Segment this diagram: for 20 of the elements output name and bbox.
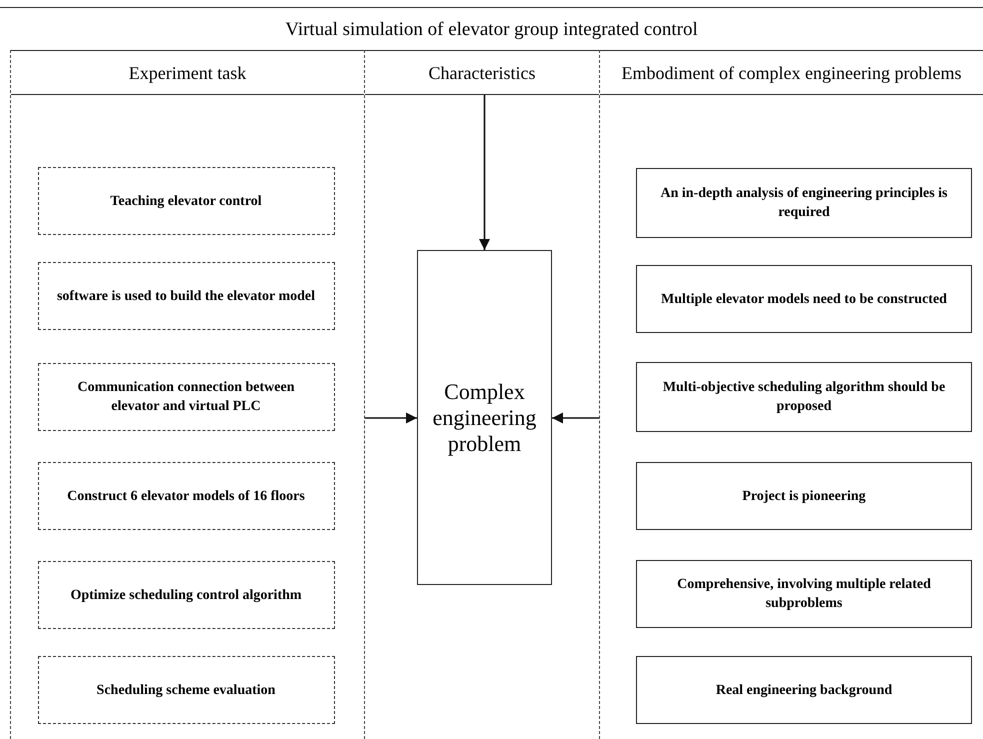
problem-box: Complex engineering problem [417,250,552,585]
task-box: Construct 6 elevator models of 16 floors [38,462,334,530]
arrow [478,95,490,250]
task-box: Communication connection between elevator and virtual PLC [38,363,334,431]
column-header: Experiment task [11,50,364,95]
task-box: software is used to build the elevator model [38,262,334,330]
arrow [552,412,600,424]
task-box: Optimize scheduling control algorithm [38,561,334,629]
task-box: Teaching elevator control [38,167,334,235]
arrow [365,412,417,424]
task-box: Scheduling scheme evaluation [38,656,334,724]
feature-box: Comprehensive, involving multiple related subproblems [636,560,972,628]
feature-box: Multi-objective scheduling algorithm should be proposed [636,362,972,432]
feature-box: Real engineering background [636,656,972,724]
title: Virtual simulation of elevator group integrated control [0,7,983,51]
column-header: Characteristics [365,50,599,95]
feature-box: Multiple elevator models need to be constructed [636,265,972,333]
feature-box: An in-depth analysis of engineering principles is required [636,168,972,238]
feature-box: Project is pioneering [636,462,972,530]
column-header: Embodiment of complex engineering problems [600,50,983,95]
